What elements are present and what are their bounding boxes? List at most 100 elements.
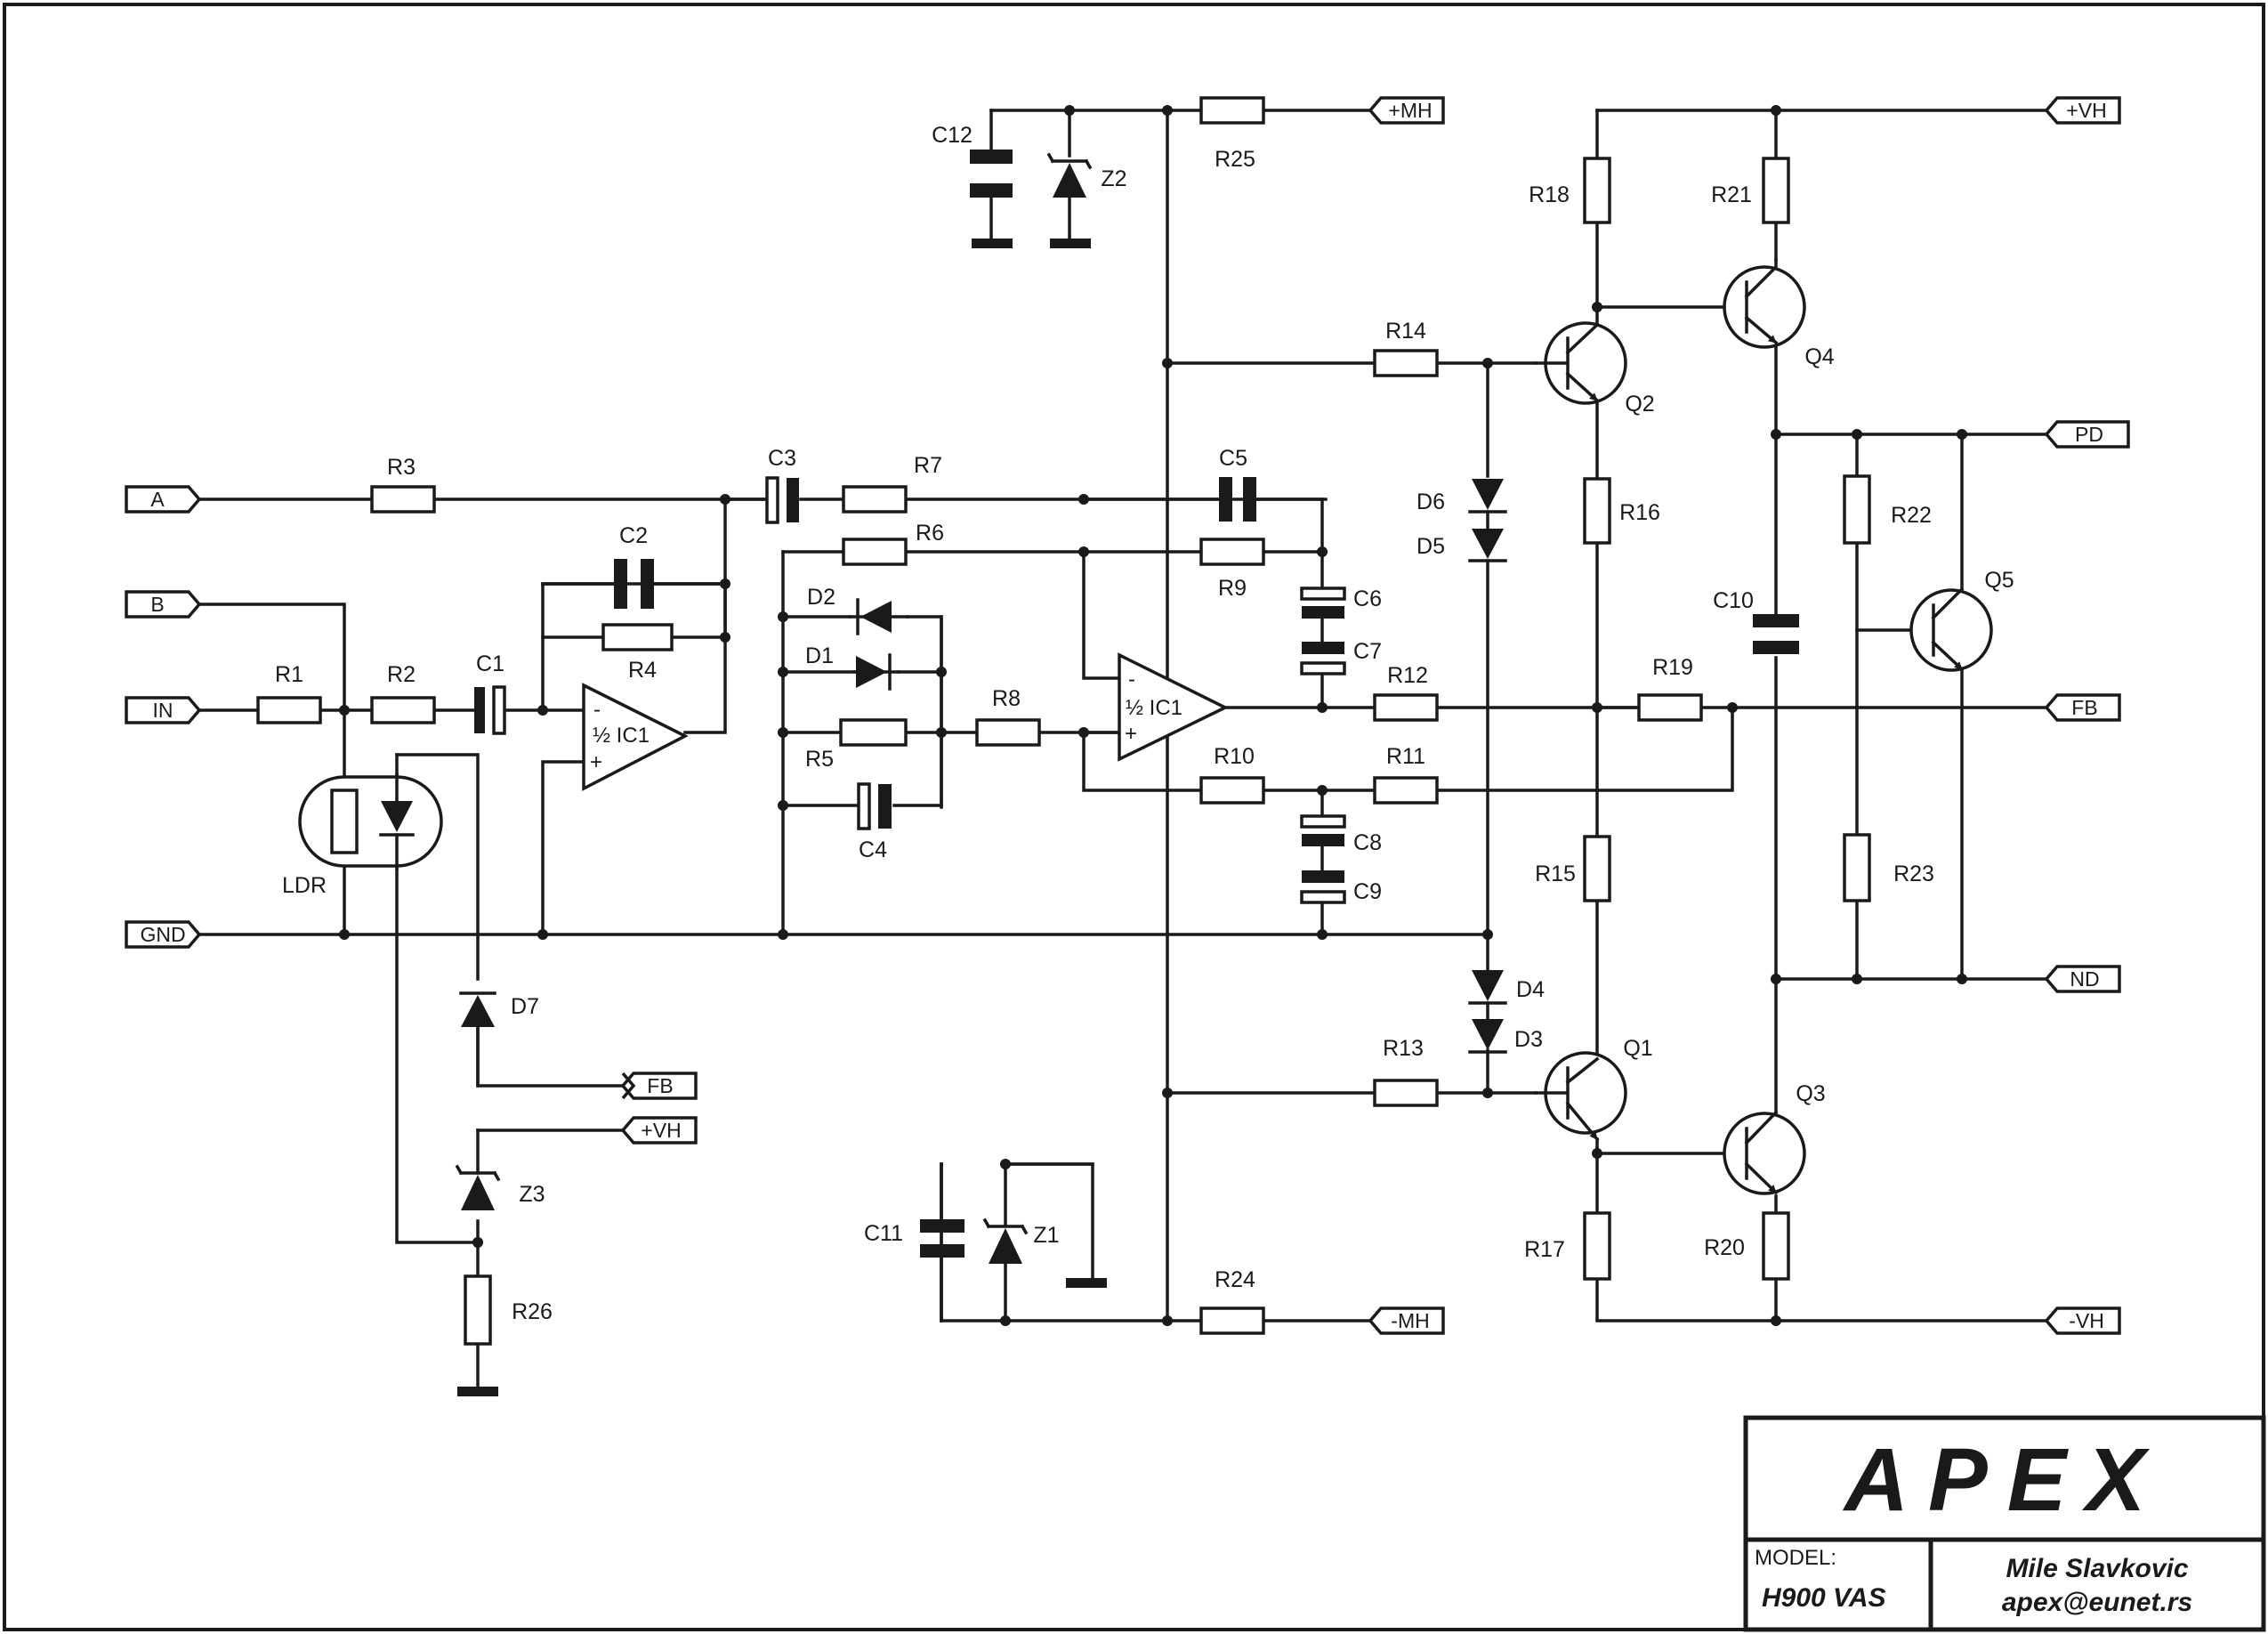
zener-Z2: Z2 bbox=[1046, 152, 1127, 248]
opamp-IC1a: - + ½ IC1 bbox=[582, 683, 689, 791]
resistor-R23: R23 bbox=[1843, 833, 1934, 902]
svg-text:R19: R19 bbox=[1652, 655, 1693, 680]
svg-text:R23: R23 bbox=[1893, 861, 1934, 886]
model-value: H900 VAS bbox=[1762, 1583, 1886, 1613]
svg-text:D5: D5 bbox=[1416, 534, 1445, 559]
svg-text:Q2: Q2 bbox=[1625, 392, 1654, 417]
port-PVH-label: +VH bbox=[2066, 99, 2106, 122]
resistor-R3: R3 bbox=[370, 455, 436, 514]
resistor-R8: R8 bbox=[975, 686, 1041, 747]
port-NVH[interactable]: -VH bbox=[2044, 1306, 2121, 1335]
port-ND[interactable]: ND bbox=[2044, 965, 2121, 993]
port-IN-label: IN bbox=[153, 699, 174, 722]
port-FB-left-label: FB bbox=[647, 1074, 673, 1097]
port-FB-right-label: FB bbox=[2071, 696, 2097, 719]
resistor-R6: R6 bbox=[842, 521, 944, 566]
svg-text:R12: R12 bbox=[1387, 663, 1428, 688]
svg-text:R11: R11 bbox=[1386, 744, 1425, 769]
svg-text:C2: C2 bbox=[619, 523, 648, 548]
capacitor-C4: C4 bbox=[857, 782, 892, 862]
svg-text:D3: D3 bbox=[1514, 1027, 1543, 1052]
svg-text:C7: C7 bbox=[1353, 639, 1382, 664]
svg-text:C9: C9 bbox=[1353, 879, 1382, 904]
resistor-R7: R7 bbox=[842, 453, 942, 514]
svg-text:R18: R18 bbox=[1529, 182, 1570, 207]
port-IN[interactable]: IN bbox=[125, 696, 202, 724]
zener-Z1: Z1 bbox=[982, 1162, 1107, 1288]
diode-D6: D6 bbox=[1416, 479, 1507, 514]
diode-D7: D7 bbox=[459, 991, 539, 1088]
capacitor-C3: C3 bbox=[765, 446, 799, 524]
resistor-R22: R22 bbox=[1843, 474, 1932, 545]
resistor-R12: R12 bbox=[1373, 663, 1439, 722]
port-VH-left[interactable]: +VH bbox=[620, 1116, 698, 1145]
svg-text:Q4: Q4 bbox=[1804, 344, 1834, 369]
capacitor-C1: C1 bbox=[474, 651, 506, 735]
port-GND-label: GND bbox=[140, 923, 185, 946]
resistor-R5: R5 bbox=[805, 718, 908, 772]
svg-text:C1: C1 bbox=[476, 651, 504, 676]
port-A[interactable]: A bbox=[125, 485, 202, 514]
svg-text:-: - bbox=[1128, 667, 1135, 692]
svg-text:R10: R10 bbox=[1214, 744, 1255, 769]
transistor-Q5: Q5 bbox=[1909, 568, 2014, 672]
capacitor-C12: C12 bbox=[932, 123, 1013, 248]
svg-text:C12: C12 bbox=[932, 123, 973, 148]
svg-text:R15: R15 bbox=[1535, 861, 1576, 886]
svg-text:D4: D4 bbox=[1516, 977, 1545, 1002]
svg-text:C11: C11 bbox=[864, 1221, 903, 1246]
svg-text:R26: R26 bbox=[512, 1299, 553, 1324]
resistor-R20: R20 bbox=[1704, 1211, 1790, 1281]
capacitor-C7: C7 bbox=[1300, 617, 1382, 675]
svg-text:D2: D2 bbox=[807, 585, 835, 610]
port-GND[interactable]: GND bbox=[125, 920, 202, 949]
svg-text:Q3: Q3 bbox=[1796, 1081, 1825, 1106]
resistor-R16: R16 bbox=[1583, 477, 1660, 545]
resistor-R14: R14 bbox=[1373, 319, 1439, 377]
resistor-R26: R26 bbox=[464, 1274, 553, 1346]
resistor-R21: R21 bbox=[1711, 157, 1790, 224]
svg-text:Z1: Z1 bbox=[1033, 1223, 1059, 1248]
apex-logo: APEX bbox=[1842, 1430, 2165, 1530]
port-PD[interactable]: PD bbox=[2044, 420, 2130, 449]
capacitor-C9: C9 bbox=[1300, 845, 1382, 904]
port-ND-label: ND bbox=[2070, 967, 2099, 991]
svg-text:Q5: Q5 bbox=[1984, 568, 2014, 593]
resistor-R10: R10 bbox=[1199, 744, 1265, 805]
capacitor-C6: C6 bbox=[1300, 586, 1382, 619]
capacitor-C10: C10 bbox=[1713, 588, 1799, 654]
svg-text:APEX: APEX bbox=[1842, 1430, 2165, 1530]
port-PD-label: PD bbox=[2075, 423, 2103, 446]
port-A-label: A bbox=[150, 488, 165, 511]
diode-D5: D5 bbox=[1416, 510, 1507, 562]
svg-text:R17: R17 bbox=[1524, 1237, 1565, 1262]
resistor-R13: R13 bbox=[1373, 1036, 1439, 1107]
resistor-R19: R19 bbox=[1637, 655, 1703, 722]
resistor-R18: R18 bbox=[1529, 157, 1611, 224]
drawing-frame bbox=[3, 3, 2265, 1631]
svg-text:D1: D1 bbox=[805, 643, 834, 668]
port-B[interactable]: B bbox=[125, 590, 202, 619]
resistor-R24: R24 bbox=[1199, 1267, 1265, 1335]
port-FB-right[interactable]: FB bbox=[2044, 693, 2121, 722]
port-NMH[interactable]: -MH bbox=[1368, 1306, 1445, 1335]
resistor-R25: R25 bbox=[1199, 96, 1265, 172]
svg-text:R22: R22 bbox=[1891, 503, 1932, 528]
svg-text:C5: C5 bbox=[1219, 446, 1247, 471]
port-NMH-label: -MH bbox=[1391, 1309, 1429, 1332]
svg-text:R16: R16 bbox=[1619, 500, 1660, 525]
port-PVH[interactable]: +VH bbox=[2044, 96, 2121, 125]
resistor-R17: R17 bbox=[1524, 1211, 1611, 1281]
svg-text:Q1: Q1 bbox=[1623, 1036, 1652, 1061]
svg-text:R20: R20 bbox=[1704, 1235, 1745, 1260]
port-PMH[interactable]: +MH bbox=[1368, 96, 1445, 125]
transistor-Q3: Q3 bbox=[1723, 1081, 1826, 1195]
svg-text:C4: C4 bbox=[859, 837, 887, 862]
svg-text:R7: R7 bbox=[914, 453, 942, 478]
svg-text:C8: C8 bbox=[1353, 830, 1382, 855]
port-FB-left[interactable]: FB bbox=[620, 1072, 698, 1100]
title-block: APEX MODEL: H900 VAS Mile Slavkovic apex… bbox=[1743, 1415, 2266, 1632]
opamp-IC1a-label: ½ IC1 bbox=[593, 724, 650, 748]
svg-text:+: + bbox=[590, 750, 602, 774]
port-PMH-label: +MH bbox=[1388, 99, 1432, 122]
